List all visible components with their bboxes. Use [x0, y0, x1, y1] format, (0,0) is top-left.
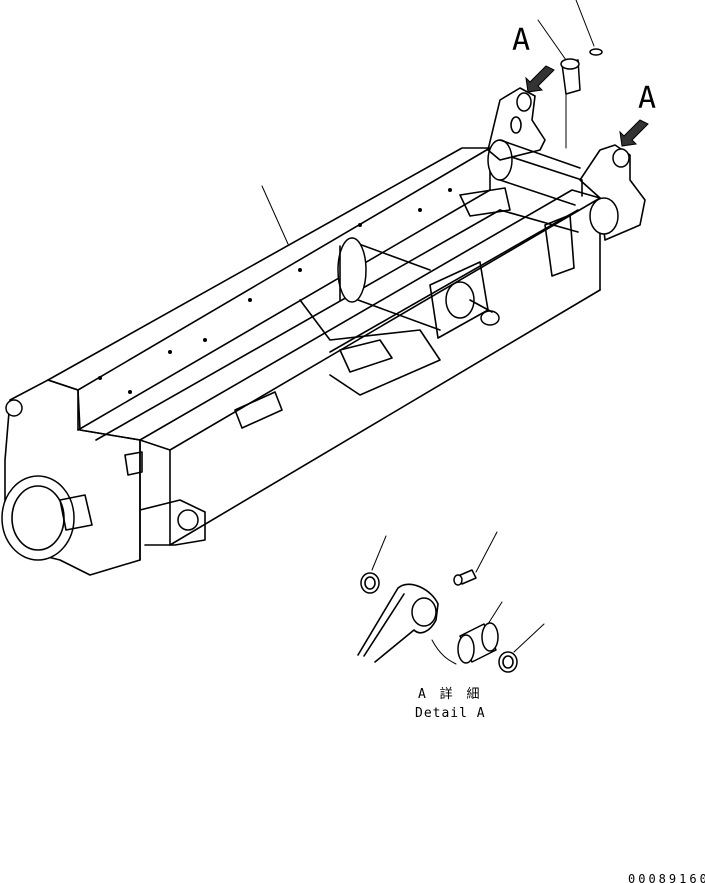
detail-a-view: [357, 531, 545, 673]
grease-fitting: [453, 531, 498, 586]
rear-bracket-left: [487, 87, 546, 161]
callout-letter-a-right: A: [638, 81, 656, 116]
bushing: [457, 601, 503, 664]
washer-left: [360, 535, 387, 594]
view-arrow-left: [525, 65, 555, 93]
washer-right: [498, 623, 545, 673]
leader-frame: [261, 185, 289, 245]
main-frame: [1, 139, 601, 576]
detail-caption-en: Detail A: [415, 706, 486, 721]
rear-bracket-right: [579, 144, 646, 241]
pin-assembly: [537, 0, 603, 149]
drawing-number: 00089160: [628, 872, 705, 883]
view-arrow-right: [619, 119, 649, 147]
detail-caption-jp: A 詳 細: [418, 686, 482, 702]
callout-letter-a-left: A: [512, 23, 530, 58]
